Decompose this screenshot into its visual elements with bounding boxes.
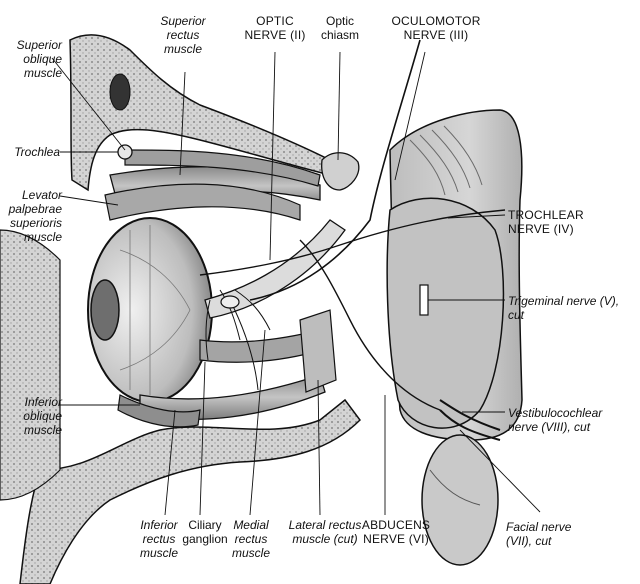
medulla [421, 434, 499, 566]
label-line: Superior [16, 38, 62, 52]
label-line: muscle (cut) [292, 532, 358, 546]
label-line: Inferior [140, 518, 178, 532]
label-line: muscle [23, 66, 62, 80]
label-superior-oblique-muscle: Superior oblique muscle [4, 38, 62, 80]
face-bone [0, 229, 61, 501]
label-line: oblique [23, 409, 62, 423]
trochlea-shape [117, 144, 133, 160]
label-line: NERVE (II) [244, 28, 306, 42]
label-line: Facial nerve [506, 520, 572, 534]
frontal-sinus [109, 73, 131, 111]
label-abducens-nerve: ABDUCENS NERVE (VI) [356, 518, 436, 546]
label-levator-palpebrae-superioris-muscle: Levator palpebrae superioris muscle [4, 188, 62, 244]
label-line: ganglion [182, 532, 228, 546]
label-line: cut [508, 308, 525, 322]
label-facial-nerve: Facial nerve (VII), cut [506, 520, 626, 548]
label-superior-rectus-muscle: Superior rectus muscle [148, 14, 218, 56]
levator-shape [104, 183, 301, 221]
cornea [90, 279, 120, 341]
ciliary-ganglion-shape [220, 295, 240, 309]
label-line: TROCHLEAR [508, 208, 584, 222]
label-line: NERVE (IV) [508, 222, 574, 236]
label-line: palpebrae [8, 202, 62, 216]
label-line: Trigeminal nerve (V), [508, 294, 620, 308]
label-line: OCULOMOTOR [391, 14, 481, 28]
abducens-path [299, 239, 441, 411]
orbital-floor-bone [19, 398, 361, 584]
orbital-roof-bone [69, 34, 331, 192]
label-line: Optic [325, 14, 354, 28]
label-line: ABDUCENS [361, 518, 431, 532]
trochlear-path [199, 209, 506, 276]
label-line: NERVE (VI) [363, 532, 429, 546]
label-line: muscle [163, 42, 202, 56]
label-line: Medial [233, 518, 269, 532]
label-medial-rectus-muscle: Medial rectus muscle [226, 518, 276, 560]
label-line: Superior [160, 14, 206, 28]
optic-chiasm-shape [321, 152, 360, 191]
label-lateral-rectus-muscle: Lateral rectus muscle (cut) [282, 518, 368, 546]
inferior-oblique-shape [117, 394, 201, 428]
label-line: Levator [21, 188, 62, 202]
label-line: superioris [9, 216, 62, 230]
label-inferior-oblique-muscle: Inferior oblique muscle [4, 395, 62, 437]
label-line: NERVE (III) [403, 28, 469, 42]
label-line: Vestibulocochlear [508, 406, 603, 420]
label-ciliary-ganglion: Ciliary ganglion [176, 518, 234, 546]
trigeminal-cut-shape [419, 284, 429, 316]
label-line: muscle [23, 423, 62, 437]
label-line: Inferior [24, 395, 62, 409]
label-vestibulocochlear-nerve: Vestibulocochlear nerve (VIII), cut [508, 406, 636, 434]
label-line: chiasm [320, 28, 359, 42]
label-trochlea: Trochlea [4, 145, 60, 159]
label-line: Ciliary [188, 518, 222, 532]
pons [386, 197, 505, 429]
label-optic-chiasm: Optic chiasm [312, 14, 368, 42]
label-oculomotor-nerve: OCULOMOTOR NERVE (III) [388, 14, 484, 42]
oculomotor-path [249, 39, 421, 301]
label-line: Trochlea [14, 145, 60, 159]
label-trochlear-nerve: TROCHLEAR NERVE (IV) [508, 208, 618, 236]
label-optic-nerve: OPTIC NERVE (II) [240, 14, 310, 42]
label-trigeminal-nerve: Trigeminal nerve (V), cut [508, 294, 636, 322]
lateral-rectus-cut [299, 309, 337, 393]
label-line: Lateral rectus [288, 518, 362, 532]
label-line: muscle [23, 230, 62, 244]
superior-oblique-shape [124, 149, 321, 187]
label-line: nerve (VIII), cut [508, 420, 591, 434]
label-line: (VII), cut [506, 534, 552, 548]
label-line: rectus [234, 532, 268, 546]
label-line: rectus [142, 532, 176, 546]
label-line: rectus [166, 28, 200, 42]
label-line: muscle [139, 546, 178, 560]
label-line: OPTIC [256, 14, 294, 28]
label-line: muscle [231, 546, 270, 560]
label-inferior-rectus-muscle: Inferior rectus muscle [132, 518, 186, 560]
label-line: oblique [23, 52, 62, 66]
